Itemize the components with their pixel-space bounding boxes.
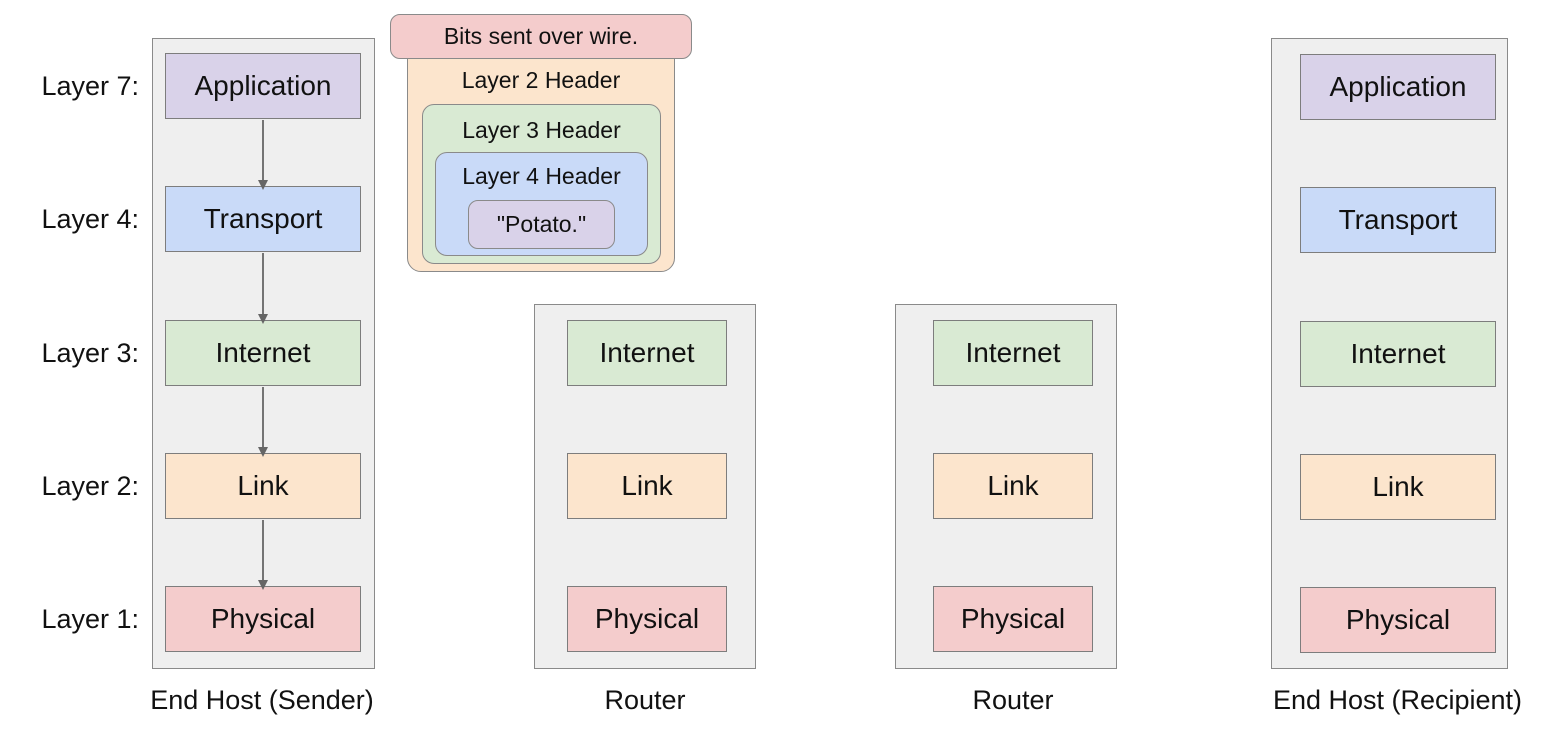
- recipient-internet-layer: Internet: [1300, 321, 1496, 387]
- recipient-caption: End Host (Recipient): [1272, 685, 1523, 715]
- router-2-physical-layer: Physical: [933, 586, 1093, 652]
- sender-caption: End Host (Sender): [150, 685, 374, 715]
- layer-2-header-label: Layer 2 Header: [461, 67, 621, 93]
- layer-3-header-label: Layer 3 Header: [462, 117, 621, 143]
- recipient-application-layer: Application: [1300, 54, 1496, 120]
- recipient-transport-layer: Transport: [1300, 187, 1496, 253]
- router-2-link-layer: Link: [933, 453, 1093, 519]
- payload-box: "Potato.": [468, 200, 615, 249]
- sender-physical-layer: Physical: [165, 586, 361, 652]
- wire-bits-text: Bits sent over wire.: [443, 23, 639, 49]
- router-1-internet-layer: Internet: [567, 320, 727, 386]
- layer-3-label: Layer 3:: [41, 338, 139, 368]
- sender-transport-layer: Transport: [165, 186, 361, 252]
- router-1-physical-layer: Physical: [567, 586, 727, 652]
- sender-internet-layer: Internet: [165, 320, 361, 386]
- router-1-link-layer: Link: [567, 453, 727, 519]
- router-2-caption: Router: [972, 685, 1054, 715]
- router-1-caption: Router: [604, 685, 686, 715]
- layer-4-header-label: Layer 4 Header: [462, 163, 621, 189]
- recipient-physical-layer: Physical: [1300, 587, 1496, 653]
- recipient-link-layer: Link: [1300, 454, 1496, 520]
- layer-4-label: Layer 4:: [41, 204, 139, 234]
- router-2-internet-layer: Internet: [933, 320, 1093, 386]
- payload-text: "Potato.": [496, 211, 587, 237]
- wire-bits-banner: Bits sent over wire.: [390, 14, 692, 59]
- sender-link-layer: Link: [165, 453, 361, 519]
- layer-7-label: Layer 7:: [41, 71, 139, 101]
- sender-application-layer: Application: [165, 53, 361, 119]
- layer-1-label: Layer 1:: [41, 604, 139, 634]
- layer-2-label: Layer 2:: [41, 471, 139, 501]
